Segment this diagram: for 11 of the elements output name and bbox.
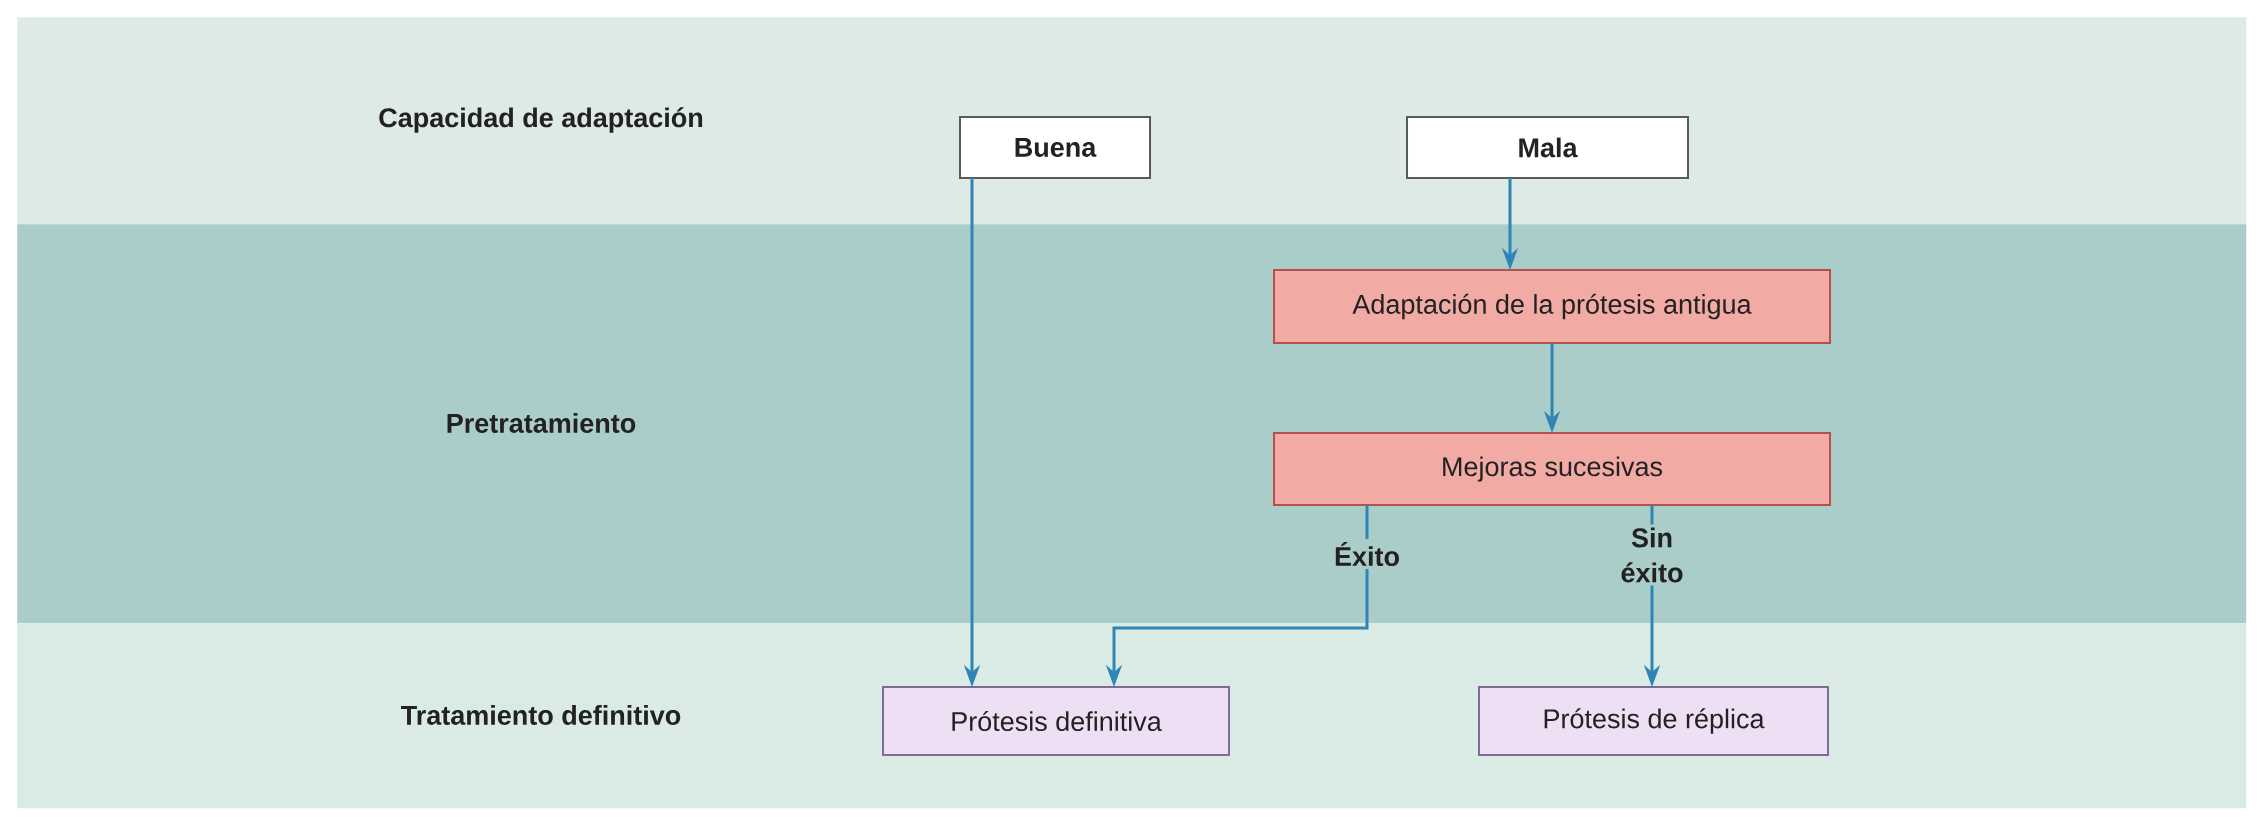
row-label: Capacidad de adaptación bbox=[379, 107, 703, 133]
step-box: Adaptación de la prótesis antigua bbox=[1273, 269, 1831, 344]
row-label: Pretratamiento bbox=[447, 413, 636, 433]
row-label: Tratamiento definitivo bbox=[401, 705, 681, 725]
step-box: Prótesis de réplica bbox=[1478, 686, 1829, 756]
step-box: Prótesis definitiva bbox=[882, 686, 1230, 756]
edge-label: Éxito bbox=[1324, 538, 1410, 570]
option-box: Mala bbox=[1406, 116, 1689, 179]
edge-label: Sin éxito bbox=[1609, 524, 1695, 586]
step-box: Mejoras sucesivas bbox=[1273, 432, 1831, 506]
option-box: Buena bbox=[959, 116, 1151, 179]
